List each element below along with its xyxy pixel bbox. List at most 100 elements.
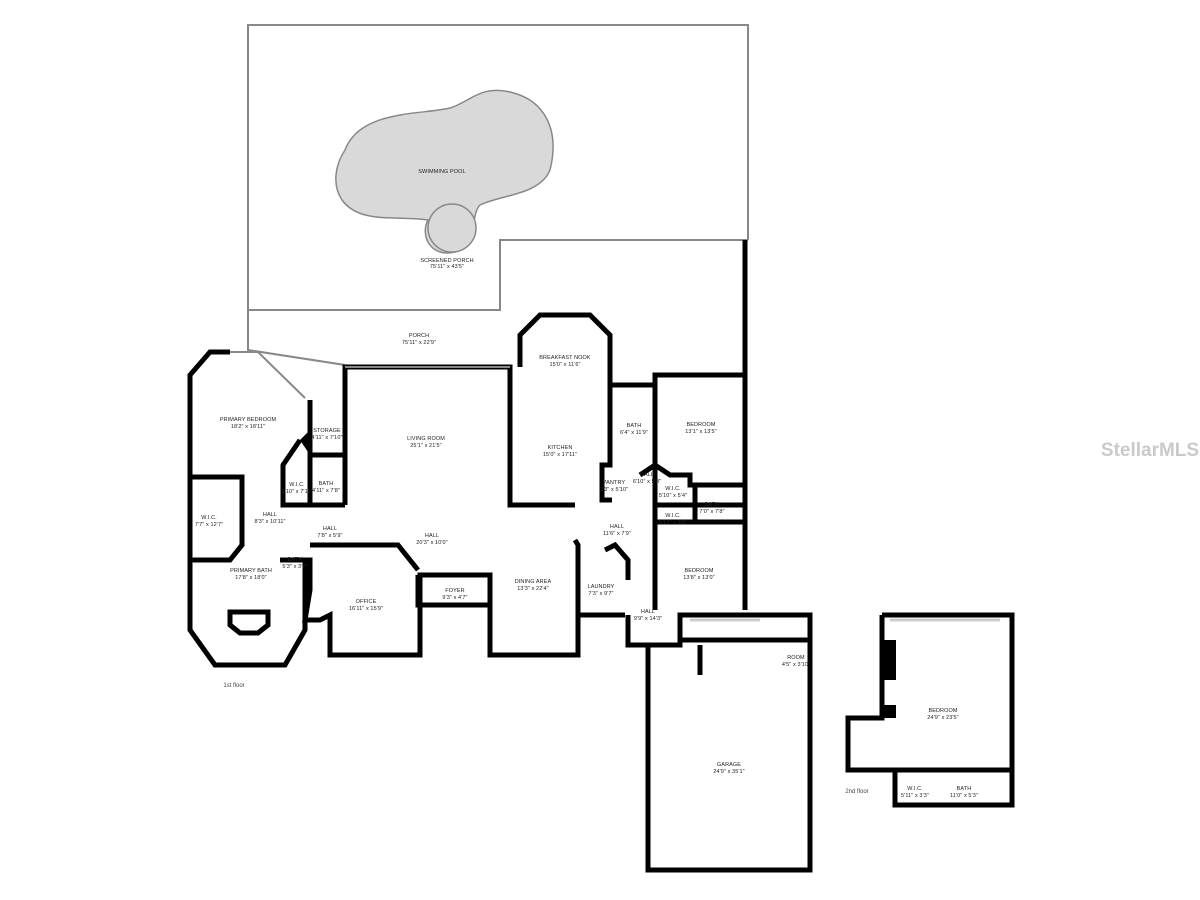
room-label-wic-2nd: W.I.C.5'11" x 3'3" — [901, 786, 929, 799]
svg-text:BEDROOM: BEDROOM — [684, 568, 713, 574]
svg-text:BREAKFAST NOOK: BREAKFAST NOOK — [539, 355, 591, 361]
svg-text:OFFICE: OFFICE — [356, 599, 377, 605]
svg-text:W.I.C.: W.I.C. — [907, 786, 923, 792]
svg-text:3'10" x 7'11": 3'10" x 7'11" — [281, 489, 312, 495]
room-label-wic: W.I.C.3'10" x 7'11" — [281, 482, 312, 495]
floor-label-1st: 1st floor — [223, 683, 244, 689]
svg-text:7'0" x 7'8": 7'0" x 7'8" — [699, 509, 724, 515]
svg-text:4'11" x 7'8": 4'11" x 7'8" — [312, 488, 340, 494]
primary-wic-walls — [190, 474, 245, 563]
svg-text:16'11" x 15'9": 16'11" x 15'9" — [349, 606, 383, 612]
svg-text:STORAGE: STORAGE — [313, 428, 341, 434]
svg-text:GARAGE: GARAGE — [717, 762, 741, 768]
svg-text:75'11" x 43'5": 75'11" x 43'5" — [430, 264, 464, 270]
svg-text:KITCHEN: KITCHEN — [548, 445, 573, 451]
svg-text:11'6" x 7'9": 11'6" x 7'9" — [603, 531, 631, 537]
svg-text:BATH: BATH — [627, 423, 642, 429]
svg-text:HALL: HALL — [323, 526, 337, 532]
svg-text:HALL: HALL — [640, 472, 654, 478]
svg-text:W.I.C.: W.I.C. — [665, 486, 681, 492]
room-label-swimming-pool: SWIMMING POOL — [418, 169, 465, 175]
room-label-wic: W.I.C.5'10" x 3'6" — [659, 513, 687, 526]
svg-text:StellarMLS: StellarMLS — [1101, 440, 1199, 461]
svg-text:BATH: BATH — [957, 786, 972, 792]
svg-text:9'9" x 14'3": 9'9" x 14'3" — [634, 616, 662, 622]
svg-text:13'3" x 22'4": 13'3" x 22'4" — [517, 586, 548, 592]
svg-text:ROOM: ROOM — [787, 655, 805, 661]
svg-text:HALL: HALL — [641, 609, 655, 615]
svg-text:BATH: BATH — [705, 502, 720, 508]
svg-text:4'11" x 7'10": 4'11" x 7'10" — [311, 435, 342, 441]
svg-text:BATH: BATH — [288, 557, 303, 563]
svg-text:15'0" x 11'6": 15'0" x 11'6" — [549, 362, 580, 368]
living-room-walls — [342, 364, 575, 508]
kitchen-walls — [517, 312, 613, 385]
svg-text:6'4" x 11'9": 6'4" x 11'9" — [620, 430, 648, 436]
primary-suite-walls — [187, 349, 308, 668]
svg-text:SCREENED PORCH: SCREENED PORCH — [420, 258, 473, 264]
svg-text:24'9" x 35'1": 24'9" x 35'1" — [713, 769, 744, 775]
svg-text:6'10" x 5'8": 6'10" x 5'8" — [633, 479, 661, 485]
svg-text:LIVING ROOM: LIVING ROOM — [407, 436, 445, 442]
svg-text:5'11" x 3'3": 5'11" x 3'3" — [901, 793, 929, 799]
svg-text:17'8" x 18'0": 17'8" x 18'0" — [235, 575, 266, 581]
svg-text:HALL: HALL — [263, 512, 277, 518]
svg-text:75'11" x 22'9": 75'11" x 22'9" — [402, 340, 436, 346]
svg-text:4'5" x 3'10": 4'5" x 3'10" — [782, 662, 810, 668]
porch-right-wall — [655, 240, 748, 378]
svg-text:7'7" x 12'7": 7'7" x 12'7" — [195, 522, 223, 528]
svg-text:PRIMARY BATH: PRIMARY BATH — [230, 568, 272, 574]
svg-text:24'9" x 23'5": 24'9" x 23'5" — [927, 715, 958, 721]
svg-text:25'1" x 21'5": 25'1" x 21'5" — [410, 443, 441, 449]
svg-text:HALL: HALL — [610, 524, 624, 530]
svg-text:BEDROOM: BEDROOM — [928, 708, 957, 714]
screened-porch-outline — [247, 24, 749, 311]
svg-text:7'3" x 9'7": 7'3" x 9'7" — [588, 591, 613, 597]
svg-text:5'3" x 3'7": 5'3" x 3'7" — [282, 564, 307, 570]
floor-label-2nd: 2nd floor — [845, 789, 868, 795]
svg-text:HALL: HALL — [425, 533, 439, 539]
svg-text:15'0" x 17'11": 15'0" x 17'11" — [543, 452, 577, 458]
svg-text:13'1" x 13'5": 13'1" x 13'5" — [685, 429, 716, 435]
svg-text:W.I.C.: W.I.C. — [289, 482, 305, 488]
svg-text:11'0" x 5'3": 11'0" x 5'3" — [950, 793, 978, 799]
svg-text:DINING AREA: DINING AREA — [515, 579, 552, 585]
room-label-wic: W.I.C.5'10" x 5'4" — [659, 486, 687, 499]
svg-text:5'10" x 3'6": 5'10" x 3'6" — [659, 520, 687, 526]
svg-text:9'3" x 4'7": 9'3" x 4'7" — [442, 595, 467, 601]
porch-outline — [247, 310, 346, 366]
svg-text:SWIMMING POOL: SWIMMING POOL — [418, 169, 465, 175]
svg-text:W.I.C.: W.I.C. — [665, 513, 681, 519]
svg-text:BEDROOM: BEDROOM — [686, 422, 715, 428]
svg-text:7'8" x 5'9": 7'8" x 5'9" — [317, 533, 342, 539]
swimming-pool — [335, 89, 554, 254]
svg-text:3'3" x 5'10": 3'3" x 5'10" — [600, 487, 628, 493]
